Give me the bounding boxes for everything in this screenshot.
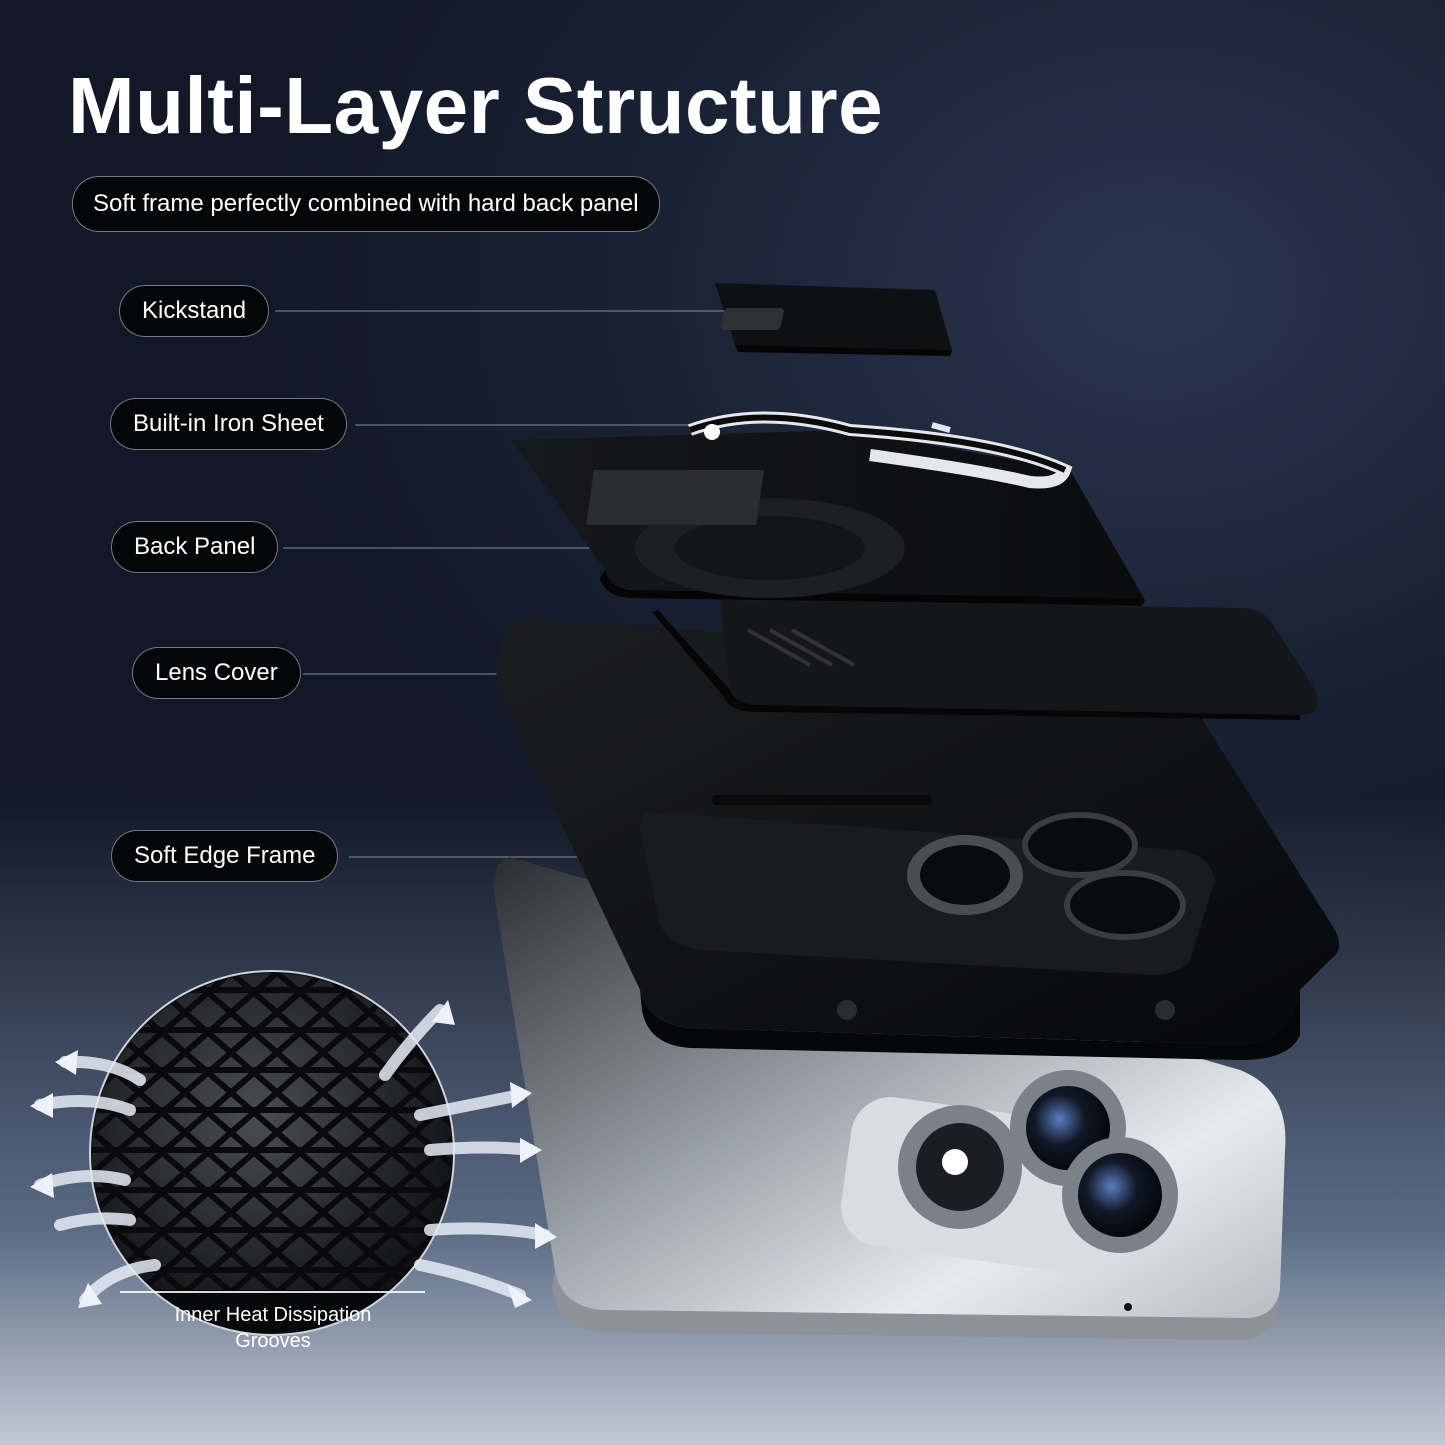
soft-edge-frame	[496, 618, 1339, 1060]
label-iron-sheet: Built-in Iron Sheet	[110, 398, 347, 450]
arrowhead-icon	[510, 1082, 532, 1108]
airflow-arrow-2	[34, 1095, 136, 1116]
arrowhead-icon	[78, 1283, 102, 1308]
frame-lens-cutout-top	[1022, 812, 1138, 878]
microphone-hole	[1124, 1303, 1132, 1311]
arrowhead-icon	[55, 1050, 78, 1075]
airflow-arrow-7	[414, 1089, 526, 1121]
heat-label-line-2: Grooves	[235, 1330, 311, 1352]
arrowhead-icon	[535, 1223, 557, 1249]
back-panel	[512, 430, 1145, 606]
heat-grooves-label: Inner Heat Dissipation Grooves	[128, 1302, 418, 1354]
airflow-arrow-8	[424, 1141, 536, 1156]
lens-cover	[652, 600, 1318, 720]
arrowhead-icon	[520, 1138, 542, 1163]
iron-sheet	[687, 411, 1073, 489]
label-back-panel: Back Panel	[111, 521, 279, 573]
arrowhead-icon	[30, 1173, 54, 1198]
frame-lens-cutout-bottom	[1064, 870, 1186, 940]
label-soft-edge-frame: Soft Edge Frame	[111, 830, 339, 882]
arrowhead-icon	[432, 1000, 455, 1025]
airflow-arrowheads	[30, 1000, 557, 1308]
kickstand	[715, 283, 952, 356]
airflow-arrow-6	[379, 1004, 446, 1081]
airflow-arrow-10	[414, 1259, 526, 1301]
airflow-arrow-4	[54, 1212, 136, 1231]
arrowhead-icon	[30, 1093, 53, 1118]
arrowhead-icon	[507, 1284, 532, 1308]
subtitle-badge: Soft frame perfectly combined with hard …	[72, 176, 660, 232]
flash-icon	[942, 1149, 968, 1175]
lanyard-hole-left	[837, 1000, 857, 1020]
airflow-arrow-9	[424, 1222, 551, 1241]
label-kickstand: Kickstand	[119, 285, 270, 337]
kickstand-slot	[586, 470, 764, 525]
heat-label-line-1: Inner Heat Dissipation	[174, 1304, 372, 1326]
page-title: Multi-Layer Structure	[68, 61, 884, 150]
label-lens-cover: Lens Cover	[132, 647, 301, 699]
lanyard-hole-right	[1155, 1000, 1175, 1020]
kickstand-logo-plate	[720, 308, 784, 330]
